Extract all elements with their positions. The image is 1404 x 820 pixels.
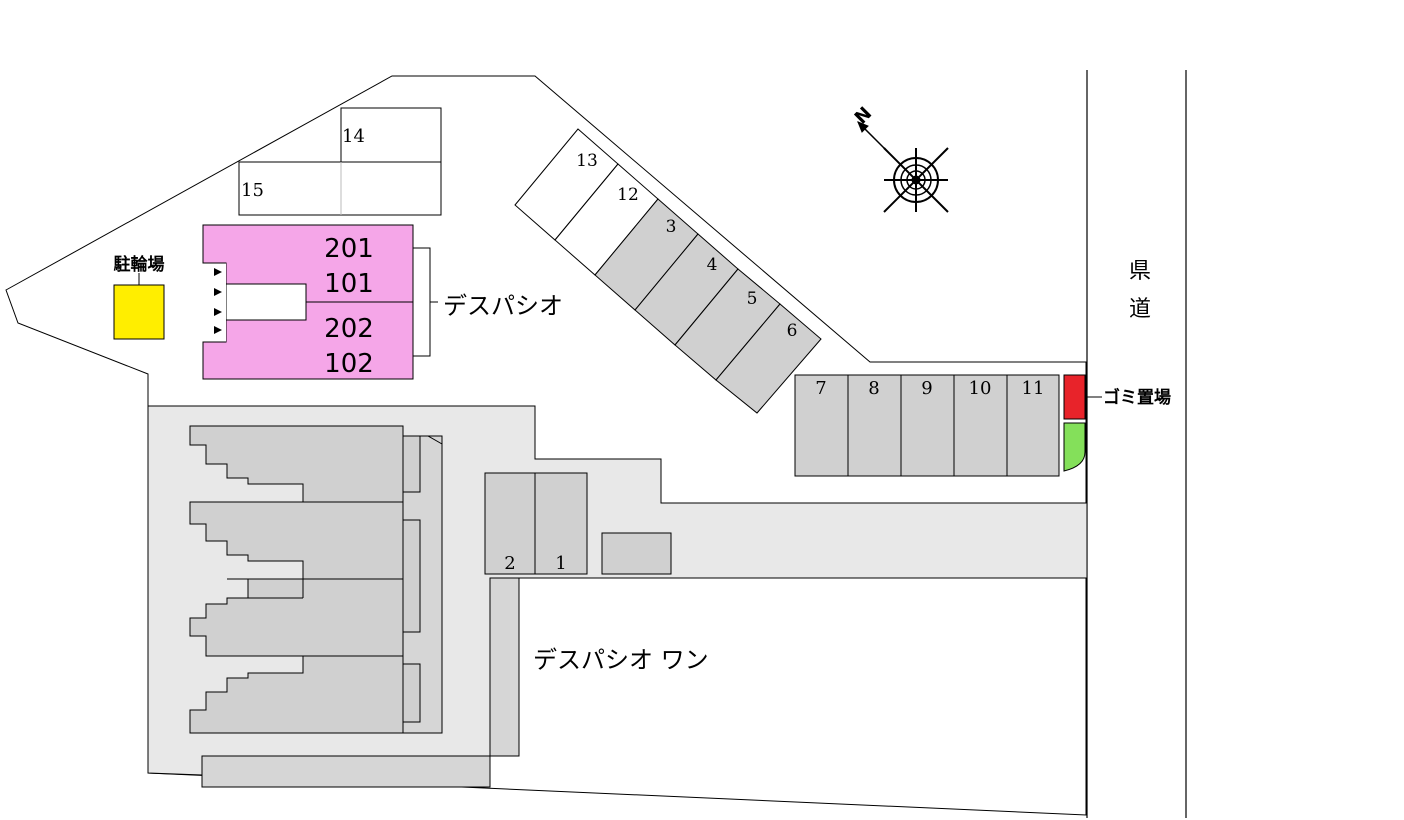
building-main [202,224,438,380]
parking-space-11: 11 [1022,378,1045,399]
bicycle-parking [113,284,165,340]
compass-rose [857,121,949,213]
unit-101: 101 [324,269,374,299]
parking-space-6: 6 [787,321,798,341]
building-one-name: デスパシオ ワン [533,646,709,674]
unit-202: 202 [324,314,374,344]
storage-box [601,532,672,575]
parking-space-4: 4 [707,255,718,275]
road-label-1: 県 [1129,259,1151,284]
unit-201: 201 [324,234,374,264]
building-one [189,425,443,734]
parking-diagonal [514,128,822,414]
building-main-name: デスパシオ [443,292,563,320]
green-area [1063,422,1086,472]
unit-102: 102 [324,349,374,379]
compass-north-label: N [851,103,877,129]
parking-space-8: 8 [868,378,879,399]
parking-space-14: 14 [342,126,365,147]
parking-space-15: 15 [241,180,264,201]
lot-strip-bottom [201,755,491,788]
parking-space-2: 2 [504,553,515,574]
parking-space-10: 10 [969,378,992,399]
parking-space-3: 3 [666,217,677,237]
parking-space-5: 5 [747,289,758,309]
parking-right-row [794,374,1060,477]
lot-strip-vertical [489,577,520,757]
parking-space-12: 12 [617,185,639,205]
parking-space-1: 1 [555,553,566,574]
garbage-area [1063,374,1086,420]
parking-space-7: 7 [815,378,826,399]
road-label-2: 道 [1129,297,1151,322]
parking-bottom: 2 1 [484,472,588,575]
parking-top-left [238,107,442,216]
parking-space-9: 9 [921,378,932,399]
parking-space-13: 13 [576,151,598,171]
bicycle-parking-label: 駐輪場 [114,254,165,275]
garbage-label: ゴミ置場 [1103,387,1171,408]
